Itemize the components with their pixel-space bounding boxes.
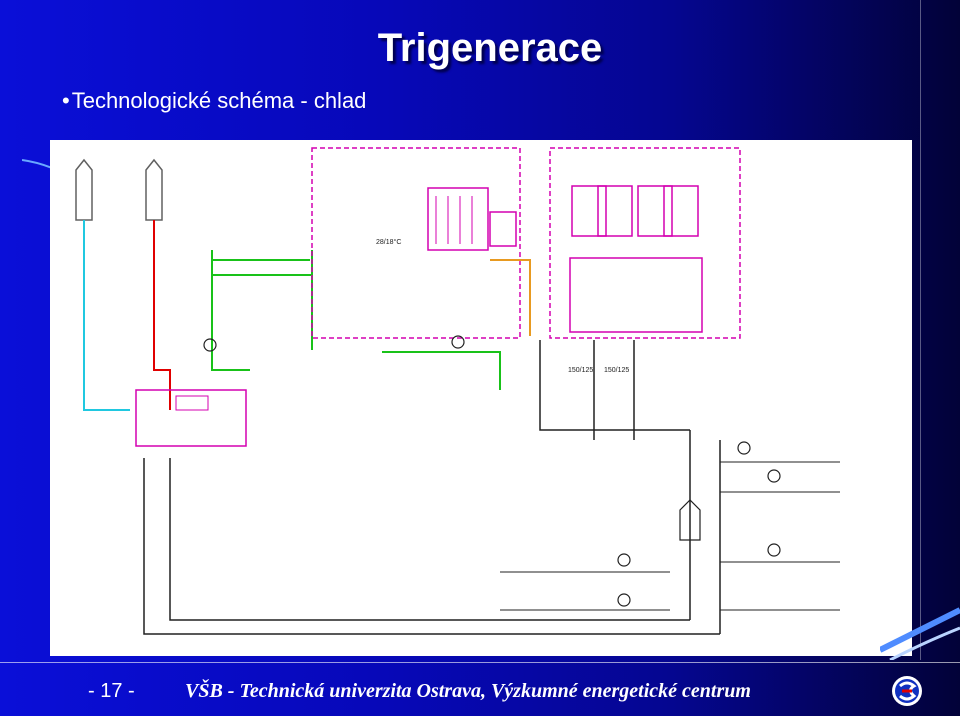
bullet-item: •Technologické schéma - chlad bbox=[62, 88, 366, 114]
label-flow-a: 150/125 bbox=[568, 367, 593, 374]
schema-drawing: 150/125 150/125 28/18°C bbox=[75, 147, 840, 635]
chiller-unit-1 bbox=[571, 185, 607, 237]
footer-divider bbox=[0, 662, 960, 663]
chiller-unit-2 bbox=[597, 185, 633, 237]
page-number: - 17 - bbox=[88, 680, 135, 702]
chiller-region bbox=[549, 147, 741, 339]
pump-icon bbox=[617, 593, 631, 607]
header-main-return bbox=[169, 458, 690, 621]
label-flow-b: 150/125 bbox=[604, 367, 629, 374]
box-lower-left bbox=[135, 389, 247, 447]
bullet-dot: • bbox=[62, 88, 70, 113]
pump-icon bbox=[617, 553, 631, 567]
header-main-bottom bbox=[143, 458, 720, 635]
vsb-logo-icon bbox=[892, 676, 922, 706]
pump-icon bbox=[767, 469, 781, 483]
decorative-sweep-left bbox=[22, 159, 52, 169]
cooling-tower bbox=[427, 187, 489, 251]
pipe-cyan bbox=[83, 220, 130, 411]
pump-icon bbox=[203, 338, 217, 352]
header-chiller bbox=[539, 340, 690, 431]
chiller-unit-3 bbox=[637, 185, 673, 237]
slide-frame bbox=[0, 0, 921, 660]
pump-icon bbox=[737, 441, 751, 455]
chiller-unit-4 bbox=[663, 185, 699, 237]
slide-title: Trigenerace bbox=[377, 26, 603, 70]
pipe-red bbox=[153, 220, 171, 410]
heat-exchanger bbox=[679, 499, 701, 541]
decorative-sweep-right bbox=[880, 607, 960, 660]
pump-icon bbox=[767, 543, 781, 557]
pump-icon bbox=[451, 335, 465, 349]
cooling-tower-region bbox=[311, 147, 521, 339]
tank-left-1 bbox=[75, 158, 93, 221]
compressor-unit bbox=[569, 257, 703, 333]
pipe-green-vertical bbox=[211, 250, 250, 371]
box-inner bbox=[175, 395, 209, 411]
pipe-orange bbox=[490, 259, 531, 336]
technological-schema-diagram: 150/125 150/125 28/18°C bbox=[50, 140, 912, 656]
pipe-green-bottom bbox=[382, 351, 501, 390]
bullet-text: Technologické schéma - chlad bbox=[71, 88, 367, 113]
label-temp: 28/18°C bbox=[376, 238, 401, 246]
pipe-green-mid bbox=[212, 274, 313, 335]
tower-fan bbox=[489, 211, 517, 247]
tank-left-2 bbox=[145, 158, 163, 221]
footer-institution: VŠB - Technická univerzita Ostrava, Výzk… bbox=[185, 680, 751, 702]
